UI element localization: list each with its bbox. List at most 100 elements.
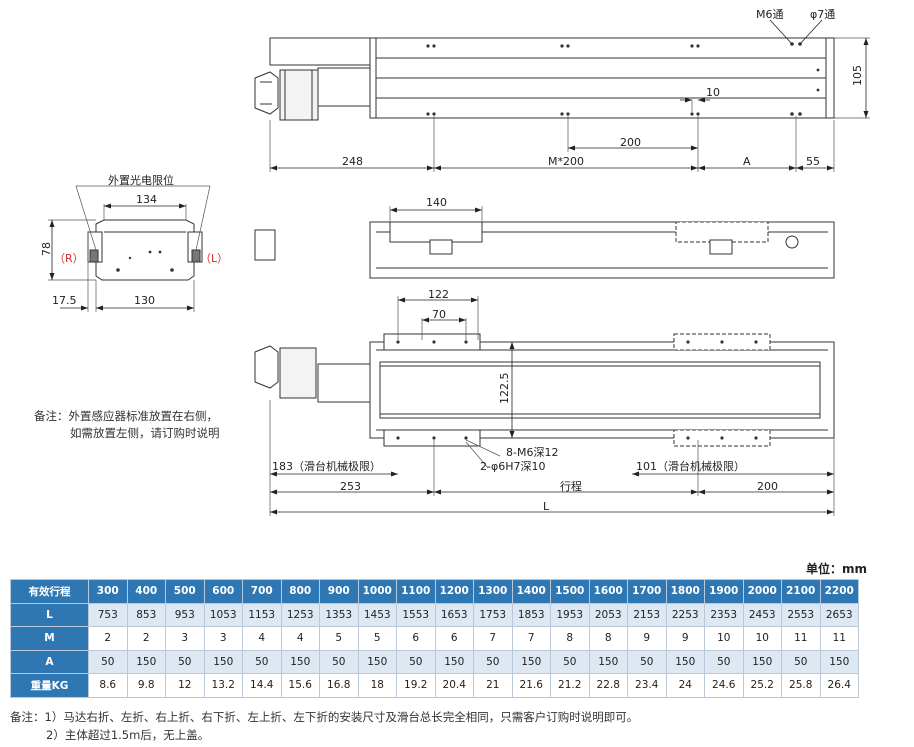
table-cell: 9 [627, 626, 667, 651]
table-cell: 50 [242, 649, 282, 674]
table-cell: 8 [588, 626, 628, 651]
sensor-right-label: （R） [54, 252, 84, 265]
table-cell: 853 [126, 602, 166, 627]
table-cell: 1753 [473, 602, 513, 627]
table-cell: 1253 [280, 602, 320, 627]
footnotes: 备注：1）马达右折、左折、右上折、右下折、左上折、左下折的安装尺寸及滑台总长完全… [10, 708, 638, 744]
table-cell: 11 [819, 626, 859, 651]
table-cell: 20.4 [434, 673, 474, 698]
table-cell: 8 [550, 626, 590, 651]
table-cell: 1553 [396, 602, 436, 627]
table-cell: 50 [165, 649, 205, 674]
sensor-left-label: （L） [200, 252, 228, 265]
table-cell: 2553 [781, 602, 821, 627]
table-cell: 2653 [819, 602, 859, 627]
stroke-header-cell: 1200 [434, 579, 474, 604]
top-view [254, 19, 870, 172]
dim-200-plan: 200 [757, 480, 778, 493]
table-cell: 25.8 [781, 673, 821, 698]
row-label-cell: A [10, 649, 89, 674]
dim-phi7-through: φ7通 [810, 8, 835, 21]
dim-stroke: 行程 [560, 480, 582, 493]
table-cell: 6 [396, 626, 436, 651]
stroke-header-cell: 1700 [627, 579, 667, 604]
table-cell: 12 [165, 673, 205, 698]
dim-10: 10 [706, 86, 720, 99]
stroke-header-cell: 400 [126, 579, 166, 604]
end-view [48, 185, 211, 312]
dim-a: A [743, 155, 751, 168]
table-cell: 10 [704, 626, 744, 651]
table-cell: 1353 [319, 602, 359, 627]
stroke-header-cell: 1400 [511, 579, 551, 604]
dim-183-limit: 183（滑台机械极限） [272, 459, 381, 473]
table-cell: 1653 [434, 602, 474, 627]
unit-label: 单位：mm [806, 562, 868, 576]
stroke-header-cell: 2000 [742, 579, 782, 604]
table-cell: 1453 [357, 602, 397, 627]
table-cell: 150 [203, 649, 243, 674]
side-note-line-2: 如需放置左侧，请订购时说明 [70, 426, 220, 440]
dim-m6-through: M6通 [756, 8, 784, 21]
table-cell: 24 [665, 673, 705, 698]
dim-140: 140 [426, 196, 447, 209]
dim-248: 248 [342, 155, 363, 168]
table-cell: 150 [819, 649, 859, 674]
dim-2-phi6-depth: 2-φ6H7深10 [480, 460, 546, 473]
stroke-header-cell: 1300 [473, 579, 513, 604]
stroke-header-cell: 1900 [704, 579, 744, 604]
table-cell: 9.8 [126, 673, 166, 698]
dim-55: 55 [806, 155, 820, 168]
table-cell: 2253 [665, 602, 705, 627]
dim-101-limit: 101（滑台机械极限） [636, 459, 745, 473]
header-label-cell: 有效行程 [10, 579, 89, 604]
table-cell: 150 [434, 649, 474, 674]
table-cell: 150 [280, 649, 320, 674]
table-cell: 2153 [627, 602, 667, 627]
table-cell: 150 [126, 649, 166, 674]
table-cell: 5 [357, 626, 397, 651]
footnote-1: 备注：1）马达右折、左折、右上折、右下折、左上折、左下折的安装尺寸及滑台总长完全… [10, 710, 639, 724]
stroke-header-cell: 600 [203, 579, 243, 604]
table-cell: 6 [434, 626, 474, 651]
table-cell: 5 [319, 626, 359, 651]
table-cell: 10 [742, 626, 782, 651]
stroke-header-cell: 300 [88, 579, 128, 604]
side-view [254, 206, 835, 279]
table-cell: 21.2 [550, 673, 590, 698]
table-cell: 9 [665, 626, 705, 651]
table-cell: 953 [165, 602, 205, 627]
table-cell: 1053 [203, 602, 243, 627]
dim-78: 78 [40, 242, 53, 256]
table-cell: 2053 [588, 602, 628, 627]
table-cell: 50 [88, 649, 128, 674]
table-cell: 50 [473, 649, 513, 674]
table-cell: 753 [88, 602, 128, 627]
table-cell: 21 [473, 673, 513, 698]
table-cell: 50 [396, 649, 436, 674]
table-cell: 25.2 [742, 673, 782, 698]
table-cell: 1853 [511, 602, 551, 627]
stroke-header-cell: 1000 [357, 579, 397, 604]
table-cell: 50 [319, 649, 359, 674]
table-cell: 3 [165, 626, 205, 651]
table-cell: 50 [550, 649, 590, 674]
table-cell: 16.8 [319, 673, 359, 698]
row-label-cell: M [10, 626, 89, 651]
table-cell: 2353 [704, 602, 744, 627]
technical-drawing: M6通 φ7通 105 10 200 248 M*200 A 55 [40, 8, 870, 516]
dim-8-m6-depth: 8-M6深12 [506, 446, 558, 459]
stroke-header-cell: 700 [242, 579, 282, 604]
external-sensor-label: 外置光电限位 [108, 173, 174, 187]
table-cell: 150 [588, 649, 628, 674]
row-label-cell: 重量KG [10, 673, 89, 698]
row-label-cell: L [10, 602, 89, 627]
dim-130: 130 [134, 294, 155, 307]
footnote-2: 2）主体超过1.5m后，无上盖。 [46, 728, 210, 742]
table-cell: 1953 [550, 602, 590, 627]
dim-122: 122 [428, 288, 449, 301]
